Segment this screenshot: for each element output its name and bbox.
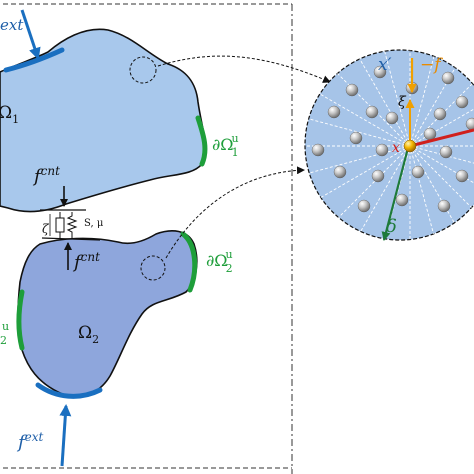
neighbor-particle bbox=[375, 143, 389, 157]
connector-curve-1 bbox=[157, 55, 331, 83]
contact-spring-dashpot bbox=[49, 212, 78, 238]
boundary-left-u bbox=[16, 289, 25, 351]
bond-line bbox=[314, 145, 411, 202]
neighbor-particles bbox=[311, 65, 474, 213]
traction-boundary-top bbox=[3, 47, 65, 73]
zoom-x-label: x bbox=[392, 140, 400, 156]
neighbor-particle bbox=[395, 193, 409, 207]
neighbor-particle bbox=[433, 107, 447, 121]
neighbor-particle bbox=[423, 127, 437, 141]
boundary-omega2-u bbox=[180, 231, 198, 293]
zoom-x-prime-label: x′ bbox=[378, 55, 392, 75]
contact-surface-line-bottom bbox=[41, 237, 101, 241]
omega2-label: Ω2 bbox=[78, 323, 99, 346]
contact-zeta-label: ζ bbox=[42, 222, 50, 236]
panel-frame bbox=[3, 3, 293, 474]
bond-line bbox=[331, 145, 411, 225]
bond-line bbox=[409, 50, 439, 147]
neighbor-particle bbox=[437, 199, 451, 213]
delta-arrow bbox=[381, 147, 410, 241]
zoom-neighborhood bbox=[304, 49, 474, 241]
bond-line bbox=[354, 145, 411, 240]
zoom-marker-body1 bbox=[129, 56, 157, 84]
neighbor-particle bbox=[373, 65, 387, 79]
neighbor-particle bbox=[349, 131, 363, 145]
neighbor-particle bbox=[455, 169, 469, 183]
bond-red-arrow bbox=[409, 128, 474, 148]
bond-line bbox=[314, 90, 411, 147]
omega1-label: Ω1 bbox=[0, 103, 19, 126]
bond-line bbox=[354, 50, 411, 147]
neighbor-particle bbox=[345, 83, 359, 97]
neighbor-particle bbox=[439, 145, 453, 159]
connector-curve-2 bbox=[165, 166, 305, 259]
neighbor-particle bbox=[385, 111, 399, 125]
neighbor-particle bbox=[311, 143, 325, 157]
bond-line bbox=[409, 145, 474, 175]
f-ext-top-arrow bbox=[20, 9, 41, 60]
bond-line bbox=[305, 145, 411, 175]
bond-line bbox=[331, 67, 411, 147]
center-particle bbox=[403, 139, 417, 153]
neighbor-particle bbox=[441, 71, 455, 85]
contact-s-mu-label: S, μ bbox=[84, 218, 104, 229]
neighbor-particle bbox=[371, 169, 385, 183]
body-omega1 bbox=[0, 28, 207, 213]
f-ext-bottom-arrow bbox=[59, 404, 72, 467]
boundary-omega1-u bbox=[195, 115, 208, 167]
zoom-delta-label: δ bbox=[386, 216, 397, 237]
neighbor-particle bbox=[333, 165, 347, 179]
zoom-marker-body2 bbox=[140, 255, 166, 281]
body-omega2 bbox=[17, 230, 198, 398]
bond-line bbox=[381, 50, 411, 147]
neighbor-particle bbox=[455, 95, 469, 109]
bond-line bbox=[305, 117, 411, 147]
neighbor-particle bbox=[327, 105, 341, 119]
zoom-minus-f-label: −f bbox=[420, 55, 443, 75]
f-ext-bottom-label: fext bbox=[16, 430, 44, 453]
neighbor-particle bbox=[365, 105, 379, 119]
zoom-xi-label: ξ bbox=[398, 94, 407, 110]
f-ext-top-label: ext bbox=[0, 16, 24, 34]
bond-line bbox=[409, 145, 474, 225]
neighbor-particle bbox=[411, 165, 425, 179]
traction-boundary-bottom bbox=[35, 382, 103, 399]
neighbor-particle bbox=[357, 199, 371, 213]
bond-line bbox=[409, 90, 474, 147]
